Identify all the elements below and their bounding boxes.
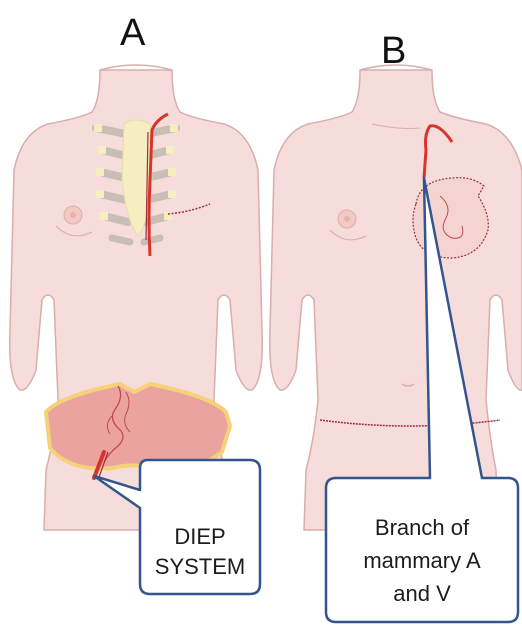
torso-b — [270, 65, 522, 530]
panel-label-a: A — [120, 14, 145, 52]
callout-diep-text: DIEP SYSTEM — [144, 522, 256, 582]
callout-diep-line-1: DIEP — [144, 522, 256, 552]
callout-mammary-line-2: mammary A — [330, 544, 514, 577]
panel-label-b: B — [381, 32, 406, 70]
callout-mammary-line-1: Branch of — [330, 511, 514, 544]
callout-diep-line-2: SYSTEM — [144, 552, 256, 582]
torso-b-silhouette — [270, 70, 522, 530]
callout-mammary-text: Branch of mammary A and V — [330, 511, 514, 610]
diep-flap — [46, 384, 230, 470]
callout-mammary-line-3: and V — [330, 577, 514, 610]
